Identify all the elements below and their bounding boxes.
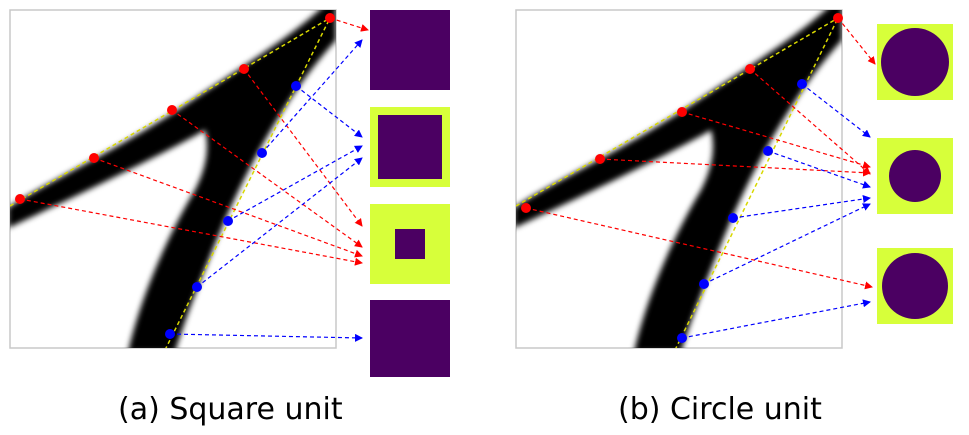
blue-points-b [677, 79, 807, 343]
caption-circle-unit: (b) Circle unit [618, 392, 822, 427]
circle-unit-2 [877, 138, 953, 214]
guide-line-blue [165, 17, 331, 348]
square-units [370, 10, 450, 377]
red-arrows-a [19, 17, 369, 266]
circle-unit-3 [877, 248, 953, 324]
red-points-a [15, 13, 335, 204]
square-unit-1 [370, 10, 450, 90]
circle-unit-1 [877, 24, 953, 100]
red-points-b [521, 13, 843, 213]
square-unit-4 [370, 300, 450, 377]
square-unit-2 [370, 107, 450, 187]
guide-line-red [516, 17, 839, 207]
blue-arrows-a [169, 39, 363, 342]
blue-arrows-b [681, 83, 871, 339]
panel-b-stroke-image [516, 10, 842, 348]
red-arrows-b [525, 17, 876, 290]
panel-b [515, 9, 953, 349]
caption-square-unit: (a) Square unit [118, 392, 343, 427]
circle-units [877, 24, 953, 324]
blue-points-a [165, 81, 301, 339]
guide-line-blue [675, 17, 839, 348]
square-unit-3 [370, 204, 450, 284]
panel-a [9, 9, 450, 377]
